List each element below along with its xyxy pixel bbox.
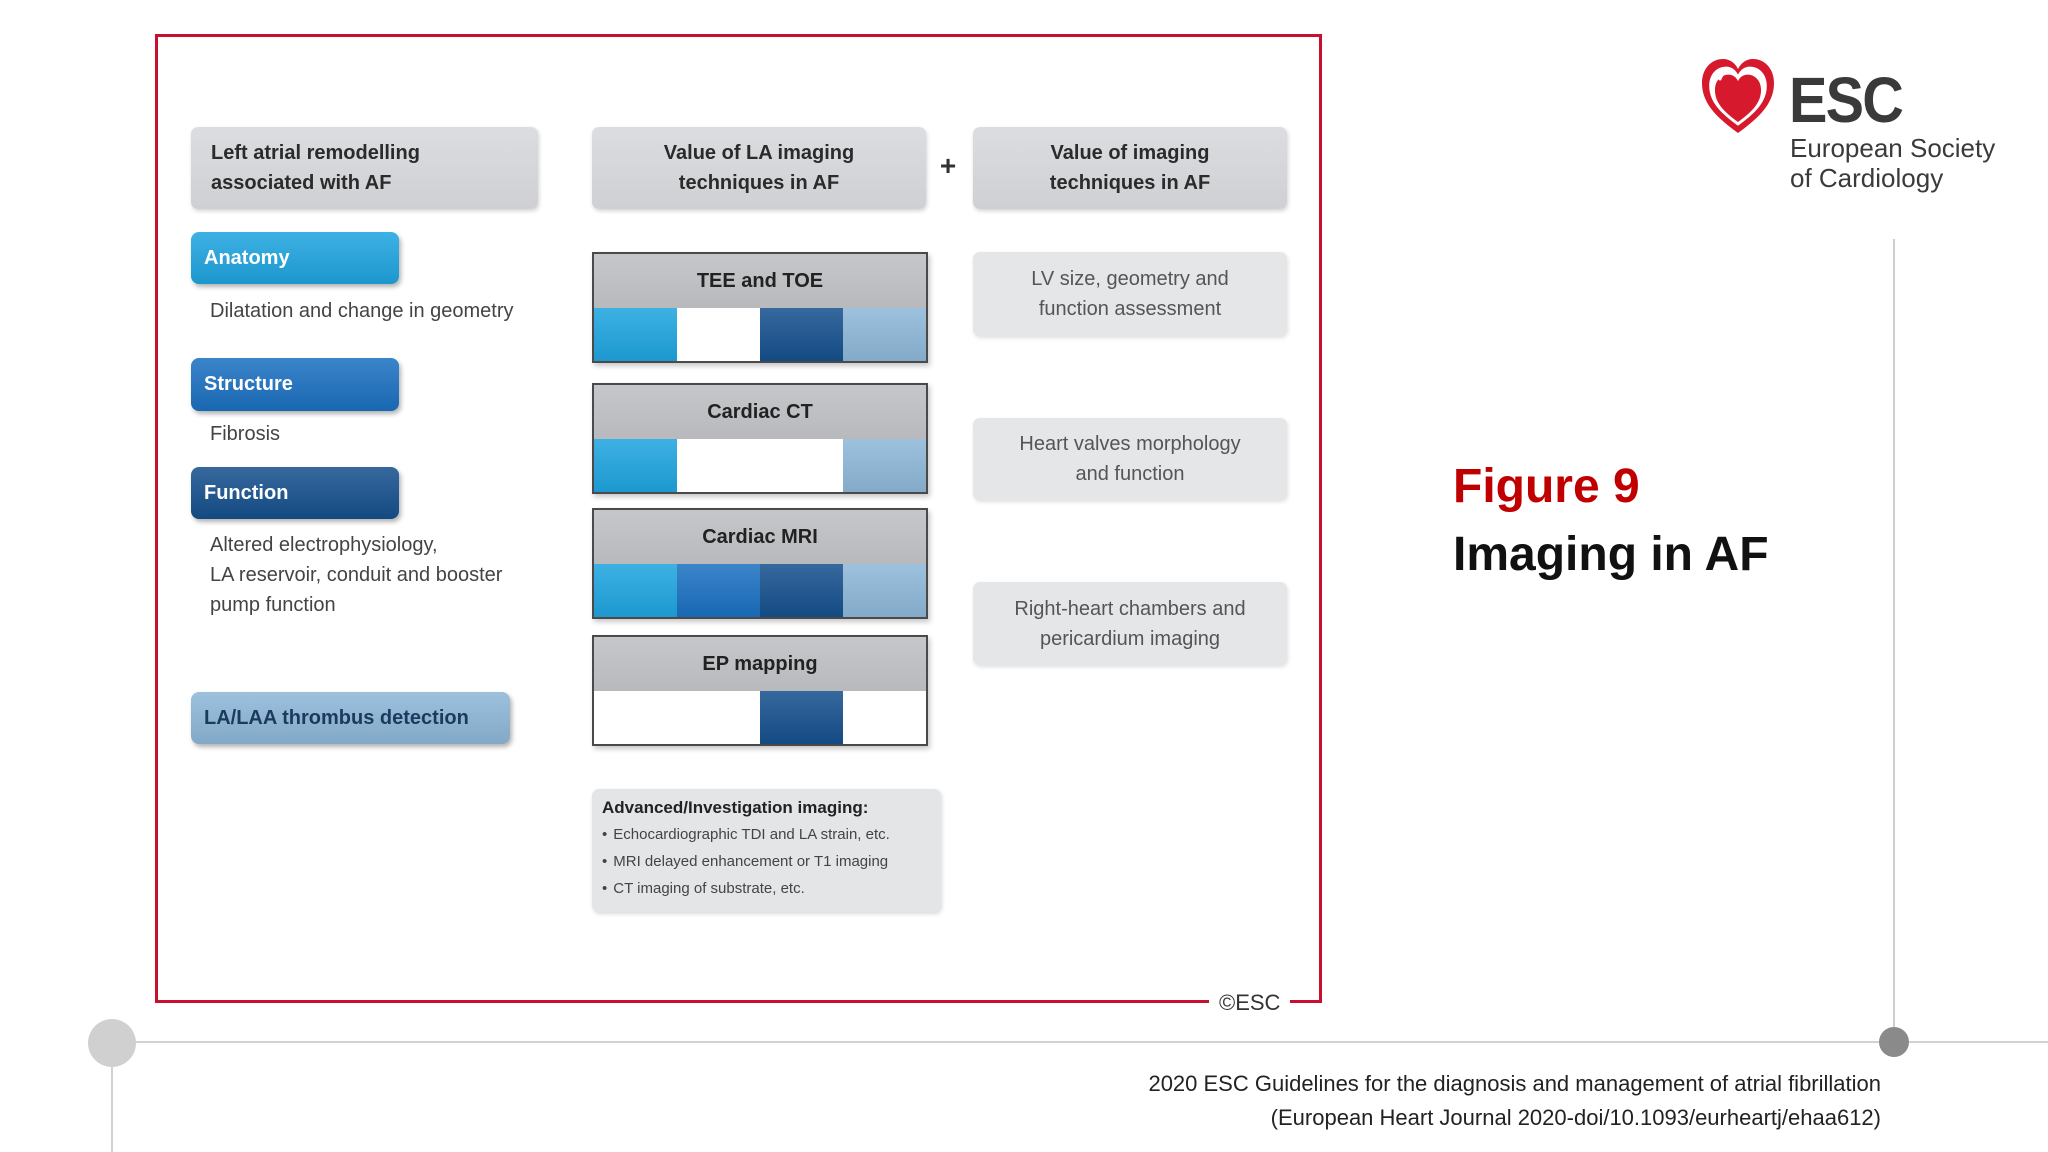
divider-vertical-left bbox=[111, 1067, 113, 1152]
segment-function bbox=[760, 308, 843, 361]
header-la-imaging-value: Value of LA imaging techniques in AF bbox=[592, 127, 926, 209]
technique-tee-toe: TEE and TOE bbox=[592, 252, 928, 363]
advanced-imaging-title: Advanced/Investigation imaging: bbox=[602, 798, 869, 817]
segment-function bbox=[760, 439, 843, 492]
figure-number: Figure 9 bbox=[1453, 460, 1640, 513]
figure-title: Imaging in AF bbox=[1453, 528, 1769, 581]
divider-horizontal bbox=[112, 1041, 2048, 1043]
advanced-imaging-item: • Echocardiographic TDI and LA strain, et… bbox=[602, 821, 931, 848]
header-la-imaging-value-text: Value of LA imaging techniques in AF bbox=[663, 142, 855, 194]
header-la-remodelling: Left atrial remodelling associated with … bbox=[191, 127, 538, 209]
segment-anatomy bbox=[594, 564, 677, 617]
segment-structure bbox=[677, 691, 760, 744]
segment-structure bbox=[677, 564, 760, 617]
segment-thrombus bbox=[843, 439, 926, 492]
figure-border bbox=[155, 34, 1322, 1003]
imaging-value-right-heart: Right-heart chambers and pericardium ima… bbox=[973, 582, 1287, 665]
category-label-structure: Structure bbox=[204, 373, 293, 395]
logo-line-2: of Cardiology bbox=[1790, 163, 1944, 193]
technique-name: Cardiac CT bbox=[594, 385, 926, 439]
timeline-dot-right bbox=[1879, 1027, 1909, 1057]
coverage-bar bbox=[594, 308, 926, 361]
category-pill-function: Function bbox=[191, 467, 399, 519]
imaging-value-valves: Heart valves morphology and function bbox=[973, 418, 1287, 500]
category-pill-thrombus: LA/LAA thrombus detection bbox=[191, 692, 510, 744]
segment-anatomy bbox=[594, 308, 677, 361]
logo-line-1: European Society bbox=[1790, 133, 1996, 163]
timeline-dot-left bbox=[88, 1019, 136, 1067]
header-imaging-value-text: Value of imaging techniques in AF bbox=[1049, 142, 1211, 194]
header-imaging-value: Value of imaging techniques in AF bbox=[973, 127, 1287, 209]
plus-sign: + bbox=[939, 150, 957, 181]
category-description-structure: Fibrosis bbox=[210, 423, 281, 445]
technique-cardiac-mri: Cardiac MRI bbox=[592, 508, 928, 619]
advanced-imaging-item-text: MRI delayed enhancement or T1 imaging bbox=[613, 853, 889, 870]
imaging-value-lv: LV size, geometry and function assessmen… bbox=[973, 252, 1287, 336]
coverage-bar bbox=[594, 691, 926, 744]
segment-anatomy bbox=[594, 439, 677, 492]
footer-line-1: 2020 ESC Guidelines for the diagnosis an… bbox=[1148, 1071, 1881, 1096]
category-label-anatomy: Anatomy bbox=[204, 246, 290, 269]
advanced-imaging-item-text: CT imaging of substrate, etc. bbox=[613, 880, 805, 897]
copyright-label: ©ESC bbox=[1209, 988, 1291, 1018]
technique-name: EP mapping bbox=[594, 637, 926, 691]
technique-name: Cardiac MRI bbox=[594, 510, 926, 564]
segment-thrombus bbox=[843, 308, 926, 361]
bullet: • bbox=[602, 826, 608, 843]
segment-thrombus bbox=[843, 564, 926, 617]
figure-panel: Left atrial remodelling associated with … bbox=[155, 34, 1322, 1018]
segment-anatomy bbox=[594, 691, 677, 744]
advanced-imaging-item: • MRI delayed enhancement or T1 imaging bbox=[602, 848, 931, 875]
bullet: • bbox=[602, 880, 608, 897]
category-label-thrombus: LA/LAA thrombus detection bbox=[204, 706, 469, 729]
divider-vertical bbox=[1893, 239, 1895, 1042]
technique-name: TEE and TOE bbox=[594, 254, 926, 308]
advanced-imaging-item: • CT imaging of substrate, etc. bbox=[602, 875, 931, 902]
footer-line-2: (European Heart Journal 2020-doi/10.1093… bbox=[1270, 1105, 1881, 1130]
technique-ep-mapping: EP mapping bbox=[592, 635, 928, 746]
logo-acronym: ESC bbox=[1789, 64, 1904, 136]
category-pill-structure: Structure bbox=[191, 358, 399, 411]
segment-structure bbox=[677, 439, 760, 492]
coverage-bar bbox=[594, 564, 926, 617]
technique-cardiac-ct: Cardiac CT bbox=[592, 383, 928, 494]
category-description-function: Altered electrophysiology, LA reservoir,… bbox=[210, 534, 503, 616]
footer-citation: 2020 ESC Guidelines for the diagnosis an… bbox=[1148, 1067, 1881, 1135]
header-la-remodelling-text: Left atrial remodelling associated with … bbox=[211, 142, 420, 194]
segment-function bbox=[760, 564, 843, 617]
category-description-anatomy: Dilatation and change in geometry bbox=[210, 300, 514, 322]
bullet: • bbox=[602, 853, 608, 870]
segment-function bbox=[760, 691, 843, 744]
advanced-imaging-item-text: Echocardiographic TDI and LA strain, etc… bbox=[613, 826, 890, 843]
advanced-imaging-box: Advanced/Investigation imaging: • Echocar… bbox=[592, 789, 941, 912]
slide-title: Figure 9 Imaging in AF bbox=[1453, 453, 1769, 589]
category-label-function: Function bbox=[204, 481, 289, 504]
category-pill-anatomy: Anatomy bbox=[191, 232, 399, 284]
heart-logo-icon bbox=[1702, 59, 1774, 133]
segment-thrombus bbox=[843, 691, 926, 744]
segment-structure bbox=[677, 308, 760, 361]
coverage-bar bbox=[594, 439, 926, 492]
